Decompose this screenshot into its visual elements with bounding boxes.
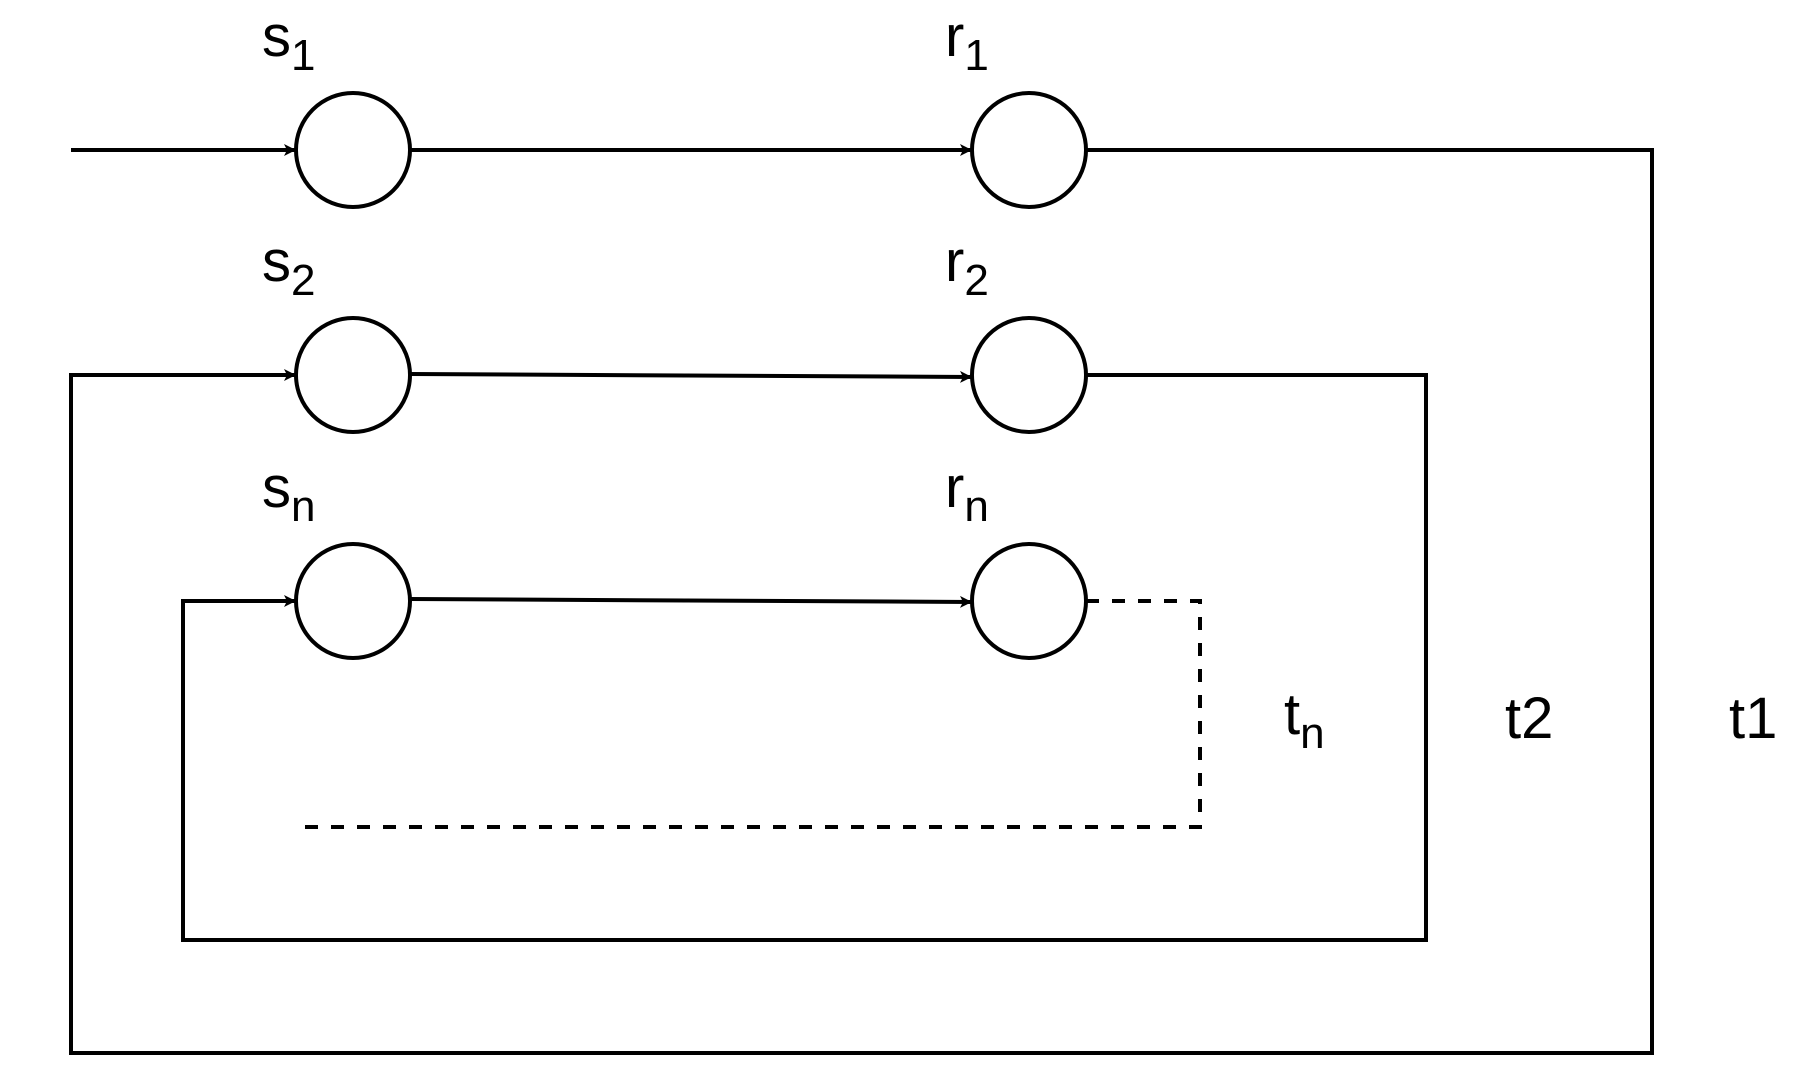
label-r2: r2: [945, 229, 989, 305]
node-rn: [970, 542, 1088, 660]
label-r1: r1: [945, 4, 989, 80]
node-sn: [294, 542, 412, 660]
loop-tn: [302, 599, 1202, 829]
label-t2: t2: [1505, 686, 1553, 751]
label-s2: s2: [262, 229, 315, 305]
label-t1: t1: [1729, 686, 1777, 751]
label-s1: s1: [262, 4, 315, 80]
label-sn: sn: [262, 455, 315, 531]
edge-sn-rn: [409, 595, 973, 608]
label-tn: tn: [1284, 682, 1325, 758]
node-s2: [294, 316, 412, 434]
edge-s2-r2: [409, 370, 973, 383]
node-r2: [970, 316, 1088, 434]
node-r1: [970, 91, 1088, 209]
node-s1: [294, 91, 412, 209]
label-rn: rn: [945, 455, 989, 531]
loop-t1: [69, 148, 1654, 1055]
loop-t2: [181, 373, 1428, 942]
